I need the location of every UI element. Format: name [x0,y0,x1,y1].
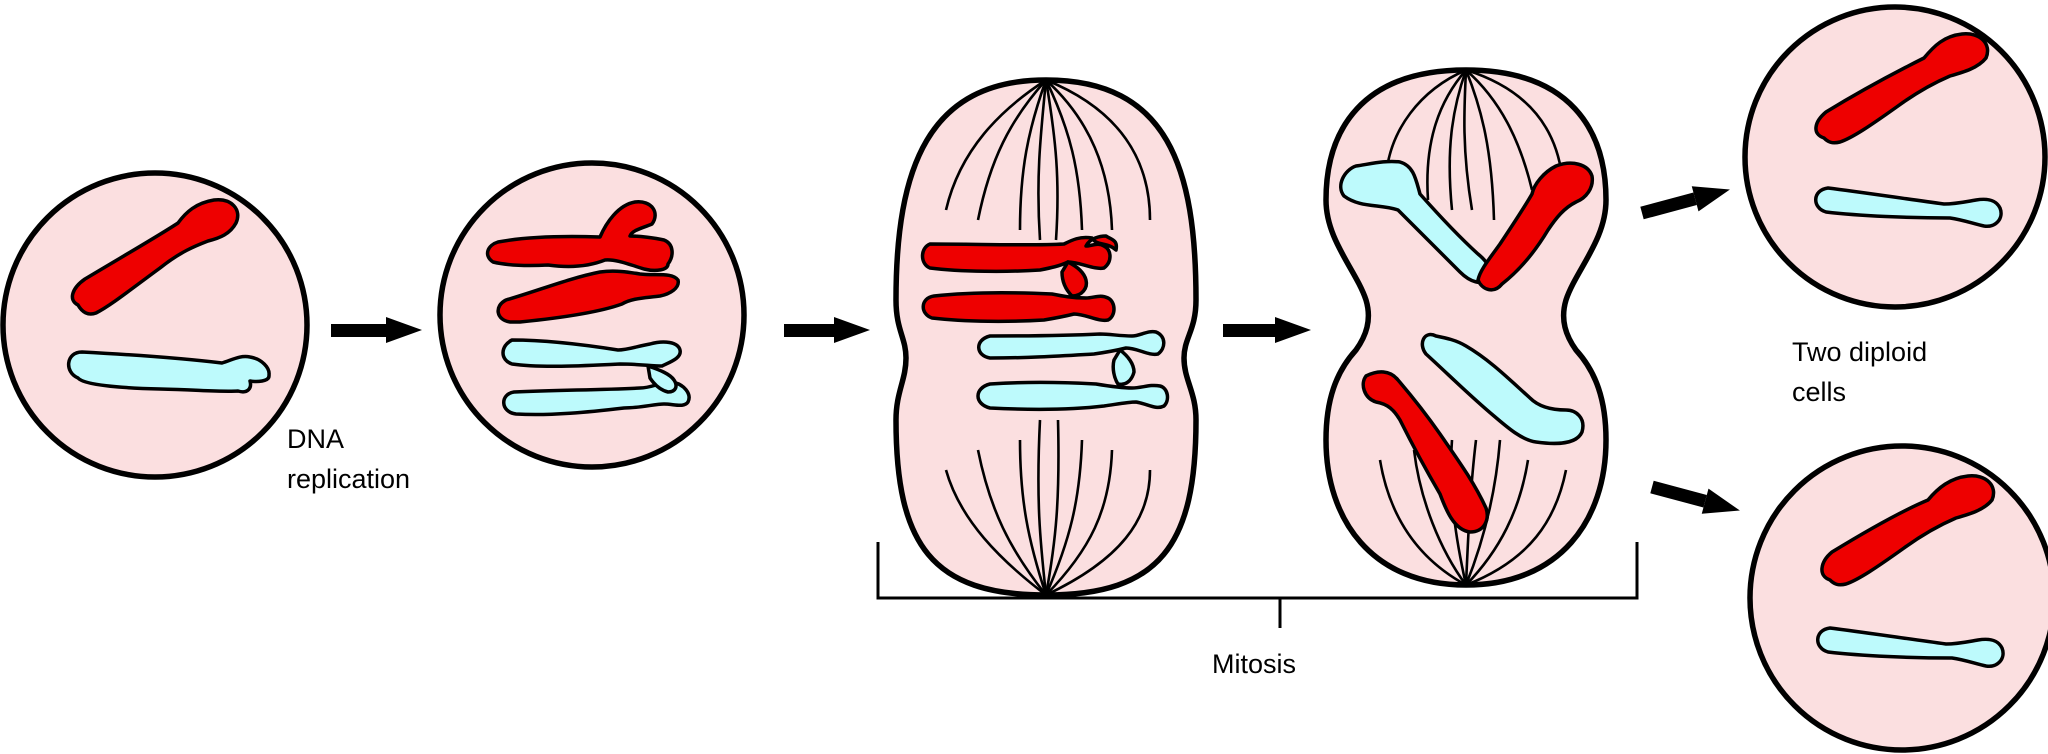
blue-sister-chromatid-top [501,338,682,369]
blue-sister-chromatid-bottom [502,380,691,417]
arrow-replication [331,317,422,343]
blue-chromatid-top [977,329,1166,360]
red-chromosome-lower [1361,370,1489,534]
red-sister-chromatid-top [485,200,674,273]
red-centromere [1060,260,1089,298]
daughter-cell-bottom [1747,443,2048,753]
anaphase-cell [1323,67,1609,588]
spindle-fibers [944,78,1152,597]
mitosis-label: Mitosis [1212,644,1296,684]
blue-centromere [646,364,678,394]
red-chromosome [70,198,240,316]
metaphase-cell [893,77,1199,598]
red-chromatid-top [920,234,1119,274]
red-chromatid-bottom [921,290,1116,324]
red-sister-chromatid-bottom [496,269,680,324]
blue-chromosome [1814,186,2003,228]
blue-chromosome [1816,626,2005,668]
two-diploid-cells-line-1: Two diploid [1792,337,1928,367]
two-diploid-cells-label: Two diploid cells [1792,332,1927,412]
red-chromosome-upper [1476,161,1595,292]
parent-cell [0,170,310,480]
blue-centromere [1111,348,1136,387]
daughter-cell-top [1742,4,2048,310]
dna-replication-label: DNA replication [287,419,410,499]
mitosis-bracket [876,542,1639,628]
mitosis-text: Mitosis [1212,649,1297,679]
blue-chromatid-bottom [976,380,1170,412]
replicated-cell [437,160,747,470]
dna-replication-line-1: DNA [287,424,345,454]
arrow-to-daughter-top [1640,176,1734,220]
red-chromosome [1820,474,1996,587]
arrow-to-anaphase [1223,317,1311,343]
arrow-to-metaphase [784,317,870,343]
blue-chromosome [67,350,271,394]
arrow-to-daughter-bottom [1650,480,1744,524]
red-chromosome [1814,32,1990,145]
two-diploid-cells-line-2: cells [1792,377,1847,407]
blue-chromosome-lower [1420,332,1585,446]
dna-replication-line-2: replication [287,464,411,494]
